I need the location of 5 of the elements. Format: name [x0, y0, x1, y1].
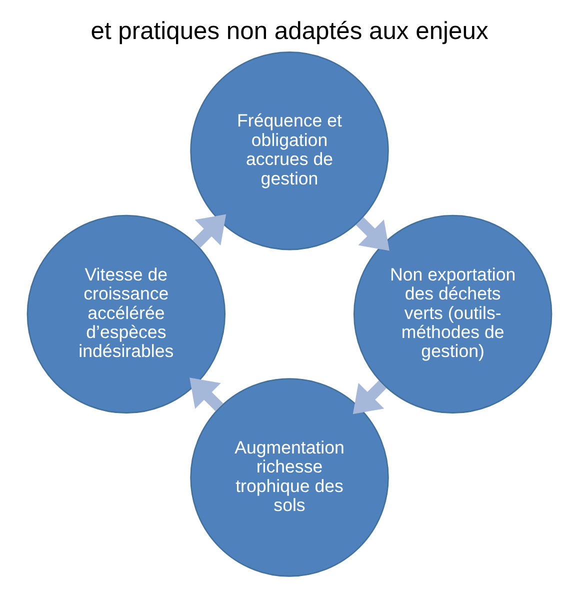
arrow	[190, 378, 224, 412]
arrow	[352, 380, 386, 414]
diagram-title: et pratiques non adaptés aux enjeux	[90, 18, 488, 46]
arrow	[356, 217, 390, 251]
arrow	[192, 214, 226, 248]
